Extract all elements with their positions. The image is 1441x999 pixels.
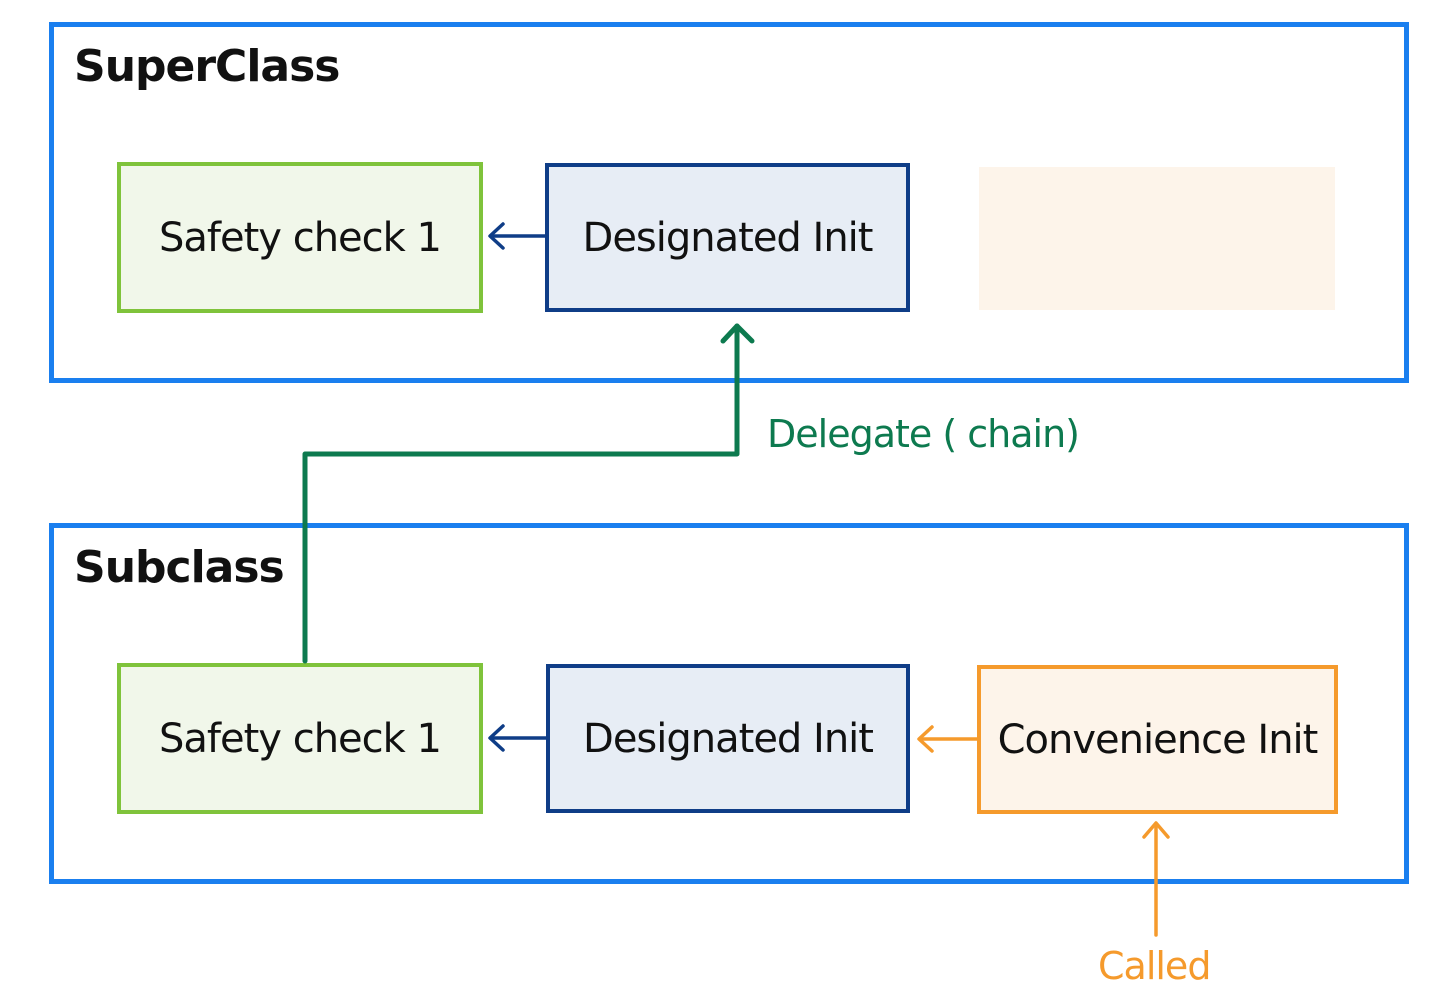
superclass-designated-init-label: Designated Init	[582, 214, 874, 261]
subclass-safety-check-box: Safety check 1	[117, 663, 483, 814]
subclass-convenience-init-label: Convenience Init	[997, 716, 1319, 763]
superclass-empty-placeholder-box	[979, 167, 1335, 310]
called-label: Called	[1098, 944, 1211, 988]
subclass-designated-init-label: Designated Init	[583, 715, 874, 762]
superclass-designated-init-box: Designated Init	[545, 163, 910, 312]
superclass-safety-check-box: Safety check 1	[117, 162, 483, 313]
delegate-chain-label: Delegate ( chain)	[767, 412, 1080, 456]
superclass-safety-check-label: Safety check 1	[159, 214, 442, 261]
subclass-convenience-init-box: Convenience Init	[977, 665, 1338, 814]
subclass-safety-check-label: Safety check 1	[159, 715, 442, 762]
superclass-title: SuperClass	[74, 41, 340, 92]
subclass-title: Subclass	[74, 542, 285, 593]
subclass-designated-init-box: Designated Init	[546, 664, 910, 813]
